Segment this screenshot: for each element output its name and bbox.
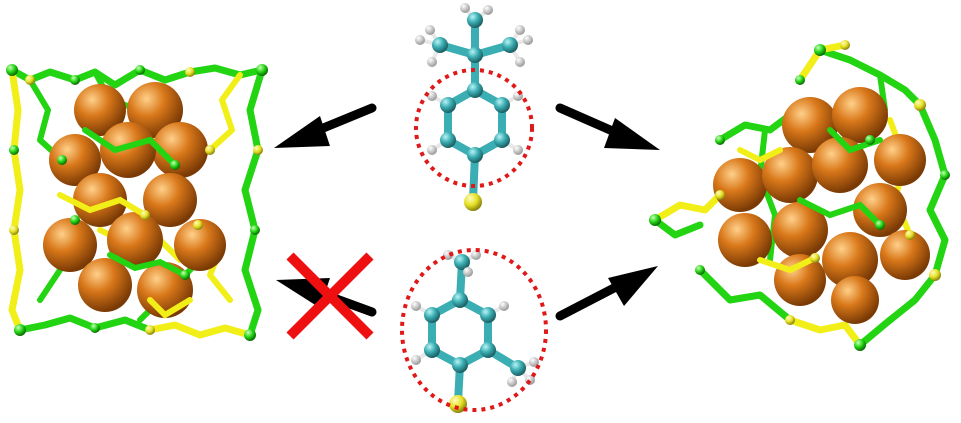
bottom-ligand-atoms	[411, 250, 539, 413]
left-overlay-staples	[57, 127, 193, 319]
top-ligand	[414, 3, 534, 211]
arrow-top-to-right	[555, 103, 660, 150]
right-staple-joints	[649, 40, 950, 351]
left-cluster	[6, 64, 268, 341]
top-ligand-highlight-circle	[414, 68, 534, 188]
top-ligand-atoms	[415, 3, 533, 211]
left-gold-core	[43, 82, 226, 318]
right-gold-core	[713, 87, 930, 324]
right-cluster	[649, 40, 950, 351]
arrow-top-to-left	[274, 103, 377, 148]
left-staple-joints	[6, 64, 268, 341]
arrows	[274, 103, 660, 321]
bottom-ligand	[400, 248, 548, 413]
bottom-ligand-bonds	[428, 258, 522, 406]
arrow-bottom-to-right	[555, 266, 658, 321]
forbidden-cross-icon	[286, 252, 374, 340]
bottom-ligand-highlight-ellipse	[400, 248, 548, 412]
